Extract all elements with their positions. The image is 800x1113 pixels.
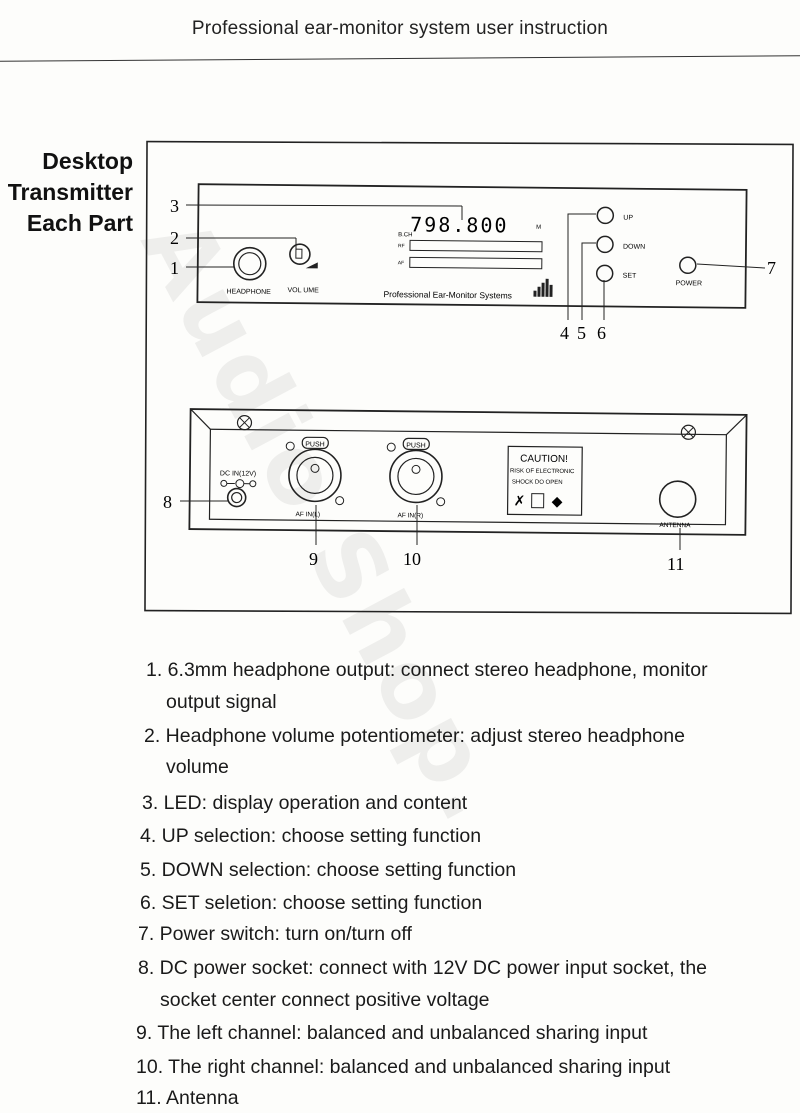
list-item: output signal (166, 687, 800, 717)
af-meter (410, 257, 542, 268)
af-right-label: AF IN(R) (397, 512, 423, 519)
down-label: DOWN (623, 244, 645, 251)
list-item: 9. The left channel: balanced and unbala… (136, 1018, 786, 1048)
set-label: SET (623, 273, 637, 280)
antenna-connector (660, 481, 696, 517)
display-digits: 798.800 (410, 212, 509, 237)
callout-10: 10 (403, 549, 421, 569)
tools-icon: ✗ (514, 492, 526, 508)
callout-6: 6 (597, 323, 606, 343)
up-button (597, 207, 613, 223)
list-item: 1. 6.3mm headphone output: connect stere… (146, 655, 796, 685)
down-button (597, 236, 613, 252)
volume-knob (290, 244, 318, 268)
lcd-display: B.CH 798.800 M RF AF (398, 212, 543, 269)
list-item: 5. DOWN selection: choose setting functi… (140, 855, 790, 885)
antenna-label: ANTENNA (659, 522, 691, 529)
caution-title: CAUTION! (520, 454, 568, 465)
volume-label: VOL UME (287, 287, 319, 294)
dc-socket (228, 488, 246, 506)
callout-3: 3 (170, 196, 179, 216)
front-panel: HEADPHONE VOL UME B.CH 798.800 M RF AF P… (197, 184, 746, 308)
power-button (680, 257, 696, 273)
up-label: UP (623, 215, 633, 222)
callout-5: 5 (577, 323, 586, 343)
list-item: 6. SET seletion: choose setting function (140, 888, 790, 918)
caution-line-1: RISK OF ELECTRONIC (510, 468, 575, 475)
display-rf-label: RF (398, 243, 405, 249)
callout-7: 7 (767, 258, 776, 278)
rear-callout-lines (180, 501, 680, 550)
headphone-jack (234, 248, 266, 280)
callout-2: 2 (170, 228, 179, 248)
power-label: POWER (676, 280, 703, 287)
no-water-icon: ◆ (552, 493, 563, 509)
equalizer-logo-icon (533, 279, 552, 297)
screw-left-icon (237, 416, 251, 430)
callout-4: 4 (560, 323, 569, 343)
list-item: 7. Power switch: turn on/turn off (138, 919, 788, 949)
list-item: socket center connect positive voltage (160, 985, 800, 1015)
list-item: 8. DC power socket: connect with 12V DC … (138, 953, 788, 983)
callout-1: 1 (170, 258, 179, 278)
headphone-label: HEADPHONE (226, 288, 271, 295)
screw-right-icon (681, 425, 695, 439)
set-button (597, 265, 613, 281)
callout-8: 8 (163, 492, 172, 512)
brand-text: Professional Ear-Monitor Systems (383, 289, 512, 300)
display-af-label: AF (398, 260, 404, 266)
callout-9: 9 (309, 549, 318, 569)
list-item: 10. The right channel: balanced and unba… (136, 1052, 786, 1082)
push-label-left: PUSH (305, 441, 325, 448)
list-item: volume (166, 752, 800, 782)
callout-11: 11 (667, 554, 684, 574)
list-item: 2. Headphone volume potentiometer: adjus… (144, 721, 794, 751)
list-item: 4. UP selection: choose setting function (140, 821, 790, 851)
list-item: 3. LED: display operation and content (142, 788, 792, 818)
push-label-right: PUSH (406, 442, 426, 449)
caution-line-2: SHOCK DO OPEN (512, 479, 563, 486)
rear-panel: DC IN(12V) PUSH AF IN(L) (189, 409, 746, 535)
dc-polarity-icon (221, 479, 256, 487)
mhz-marker-icon: M (536, 225, 541, 231)
caution-label: CAUTION! RISK OF ELECTRONIC SHOCK DO OPE… (508, 446, 583, 515)
no-disassemble-icon (532, 494, 544, 508)
transmitter-diagram: HEADPHONE VOL UME B.CH 798.800 M RF AF P… (0, 0, 800, 640)
dc-label: DC IN(12V) (220, 470, 256, 477)
rf-meter (410, 240, 542, 251)
